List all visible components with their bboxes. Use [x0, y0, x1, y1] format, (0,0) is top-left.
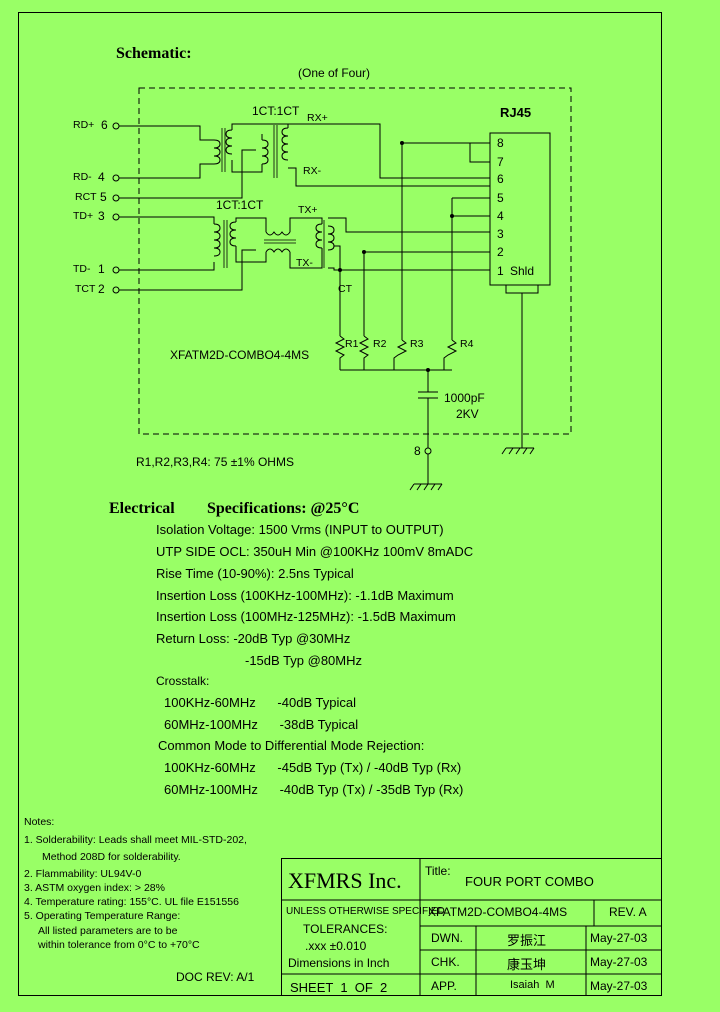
note-line: All listed parameters are to be — [38, 925, 178, 937]
dimensions-unit: Dimensions in Inch — [288, 956, 390, 970]
pin-rct-num: 5 — [100, 190, 107, 204]
one-of-four-box — [138, 87, 572, 435]
spec-line: 60MHz-100MHz -40dB Typ (Tx) / -35dB Typ … — [164, 782, 464, 797]
resistor-note: R1,R2,R3,R4: 75 ±1% OHMS — [136, 455, 294, 469]
pin-rdm-name: RD- — [73, 171, 92, 183]
spec-line: Common Mode to Differential Mode Rejecti… — [158, 738, 425, 753]
pin-tdp-num: 3 — [98, 209, 105, 223]
pin-tdp-name: TD+ — [73, 210, 94, 222]
spec-line: Return Loss: -20dB Typ @30MHz — [156, 631, 351, 646]
dwn-name: 罗振江 — [507, 934, 547, 949]
resistor-r2-label: R2 — [373, 338, 387, 350]
note-line: 4. Temperature rating: 155°C. UL file E1… — [24, 896, 239, 908]
doc-rev: DOC REV: A/1 — [176, 970, 255, 984]
rj45-pin-1: 1 — [497, 264, 504, 278]
notes-title: Notes: — [24, 816, 55, 828]
spec-line: -15dB Typ @80MHz — [245, 653, 363, 668]
pin-tct-num: 2 — [98, 282, 105, 296]
note-line: 3. ASTM oxygen index: > 28% — [24, 882, 165, 894]
unless-specified: UNLESS OTHERWISE SPECIFIED — [286, 906, 445, 917]
rj45-pin-3: 3 — [497, 227, 504, 241]
rj45-shield-label: Shld — [510, 264, 535, 278]
signal-rxm: RX- — [303, 165, 322, 177]
note-line: 2. Flammability: UL94V-0 — [24, 868, 142, 880]
signal-txp: TX+ — [298, 204, 318, 216]
schematic-diagram — [112, 87, 572, 491]
company-name: XFMRS Inc. — [288, 868, 402, 893]
note-line: 5. Operating Temperature Range: — [24, 910, 181, 922]
app-date: May-27-03 — [590, 979, 648, 993]
part-number: XFATM2D-COMBO4-4MS — [428, 905, 568, 919]
chk-date: May-27-03 — [590, 955, 648, 969]
chk-name: 康玉坤 — [507, 958, 547, 973]
tolerances-label: TOLERANCES: — [303, 922, 388, 936]
one-of-four-label: (One of Four) — [298, 66, 371, 80]
rj45-pin-6: 6 — [497, 172, 504, 186]
resistor-r3-label: R3 — [410, 338, 424, 350]
note-line: Method 208D for solderability. — [42, 851, 181, 863]
signal-ct: CT — [338, 283, 352, 295]
tolerance-value: .xxx ±0.010 — [305, 939, 367, 953]
pin-rdm-num: 4 — [98, 170, 105, 184]
rj45-pin-8: 8 — [497, 136, 504, 150]
cap-value: 1000pF — [444, 391, 485, 405]
rj45-pin-4: 4 — [497, 209, 504, 223]
spec-line: 100KHz-60MHz -45dB Typ (Tx) / -40dB Typ … — [164, 760, 462, 775]
title-label: Title: — [425, 864, 451, 878]
note-line: within tolerance from 0°C to +70°C — [38, 939, 200, 951]
pin-rdp-name: RD+ — [73, 119, 95, 131]
pin-tct-name: TCT — [75, 283, 96, 295]
spec-line: Isolation Voltage: 1500 Vrms (INPUT to O… — [156, 522, 444, 537]
cap-voltage: 2KV — [456, 407, 479, 421]
sheet-number: SHEET 1 OF 2 — [290, 980, 388, 995]
spec-line: Insertion Loss (100MHz-125MHz): -1.5dB M… — [156, 609, 456, 624]
rj45-label: RJ45 — [500, 105, 532, 120]
title-block — [281, 858, 662, 996]
spec-line: 100KHz-60MHz -40dB Typical — [164, 695, 356, 710]
resistor-r1-label: R1 — [345, 338, 359, 350]
pin-rct-name: RCT — [75, 191, 97, 203]
dwn-label: DWN. — [431, 931, 463, 945]
rj45-pin-7: 7 — [497, 155, 504, 169]
spec-line: Crosstalk: — [156, 674, 210, 688]
app-label: APP. — [431, 979, 457, 993]
ground-pin-label: 8 — [414, 444, 421, 458]
schematic-heading: Schematic: — [116, 45, 192, 62]
dwn-date: May-27-03 — [590, 931, 648, 945]
ct-ratio-rx: 1CT:1CT — [252, 104, 300, 118]
specifications-heading: Specifications: @25°C — [207, 500, 360, 517]
rj45-pin-5: 5 — [497, 191, 504, 205]
title-value: FOUR PORT COMBO — [465, 874, 594, 889]
note-line: 1. Solderability: Leads shall meet MIL-S… — [24, 834, 247, 846]
spec-line: 60MHz-100MHz -38dB Typical — [164, 717, 359, 732]
revision: REV. A — [609, 905, 647, 919]
rj45-pin-2: 2 — [497, 245, 504, 259]
pin-tdm-num: 1 — [98, 262, 105, 276]
resistor-r4-label: R4 — [460, 338, 474, 350]
ct-ratio-tx: 1CT:1CT — [216, 198, 264, 212]
spec-line: UTP SIDE OCL: 350uH Min @100KHz 100mV 8m… — [156, 544, 474, 559]
signal-rxp: RX+ — [307, 112, 328, 124]
spec-line: Rise Time (10-90%): 2.5ns Typical — [156, 566, 354, 581]
chk-label: CHK. — [431, 955, 460, 969]
pin-tdm-name: TD- — [73, 263, 91, 275]
signal-txm: TX- — [296, 257, 313, 269]
spec-line: Insertion Loss (100KHz-100MHz): -1.1dB M… — [156, 588, 454, 603]
schematic-part-number: XFATM2D-COMBO4-4MS — [170, 348, 310, 362]
pin-rdp-num: 6 — [101, 118, 108, 132]
electrical-heading: Electrical — [109, 500, 175, 517]
app-name: Isaiah M — [510, 979, 555, 991]
